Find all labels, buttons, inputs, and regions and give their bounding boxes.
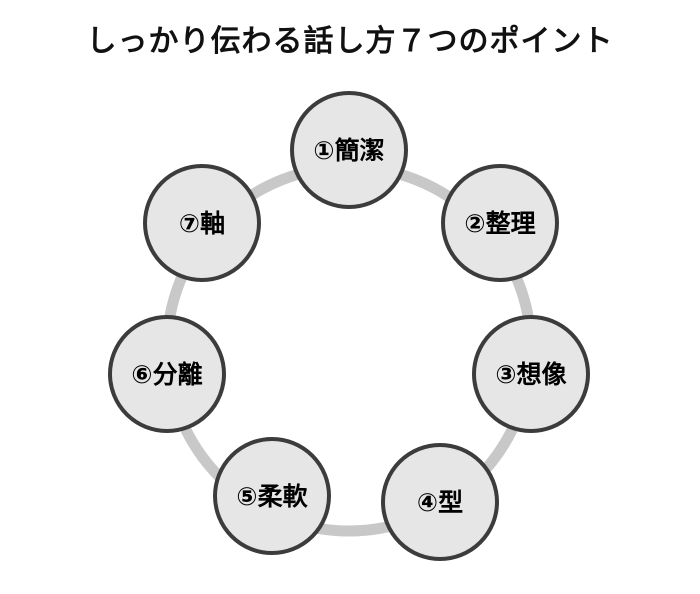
node-4-label: ④型 [416,487,464,517]
node-6-separate[interactable]: ⑥分離 [108,315,226,433]
node-4-form[interactable]: ④型 [381,443,499,561]
node-7-axis[interactable]: ⑦軸 [143,164,261,282]
node-7-label: ⑦軸 [178,208,226,238]
node-5-label: ⑤柔軟 [236,481,308,511]
node-1-simple[interactable]: ①簡潔 [290,91,408,209]
node-2-organize[interactable]: ②整理 [441,164,559,282]
node-2-label: ②整理 [464,208,536,238]
page-title: しっかり伝わる話し方７つのポイント [86,24,614,59]
node-1-label: ①簡潔 [313,135,385,165]
node-5-flexible[interactable]: ⑤柔軟 [213,437,331,555]
node-3-imagine[interactable]: ③想像 [472,315,590,433]
node-6-label: ⑥分離 [131,359,203,389]
node-3-label: ③想像 [495,359,567,389]
